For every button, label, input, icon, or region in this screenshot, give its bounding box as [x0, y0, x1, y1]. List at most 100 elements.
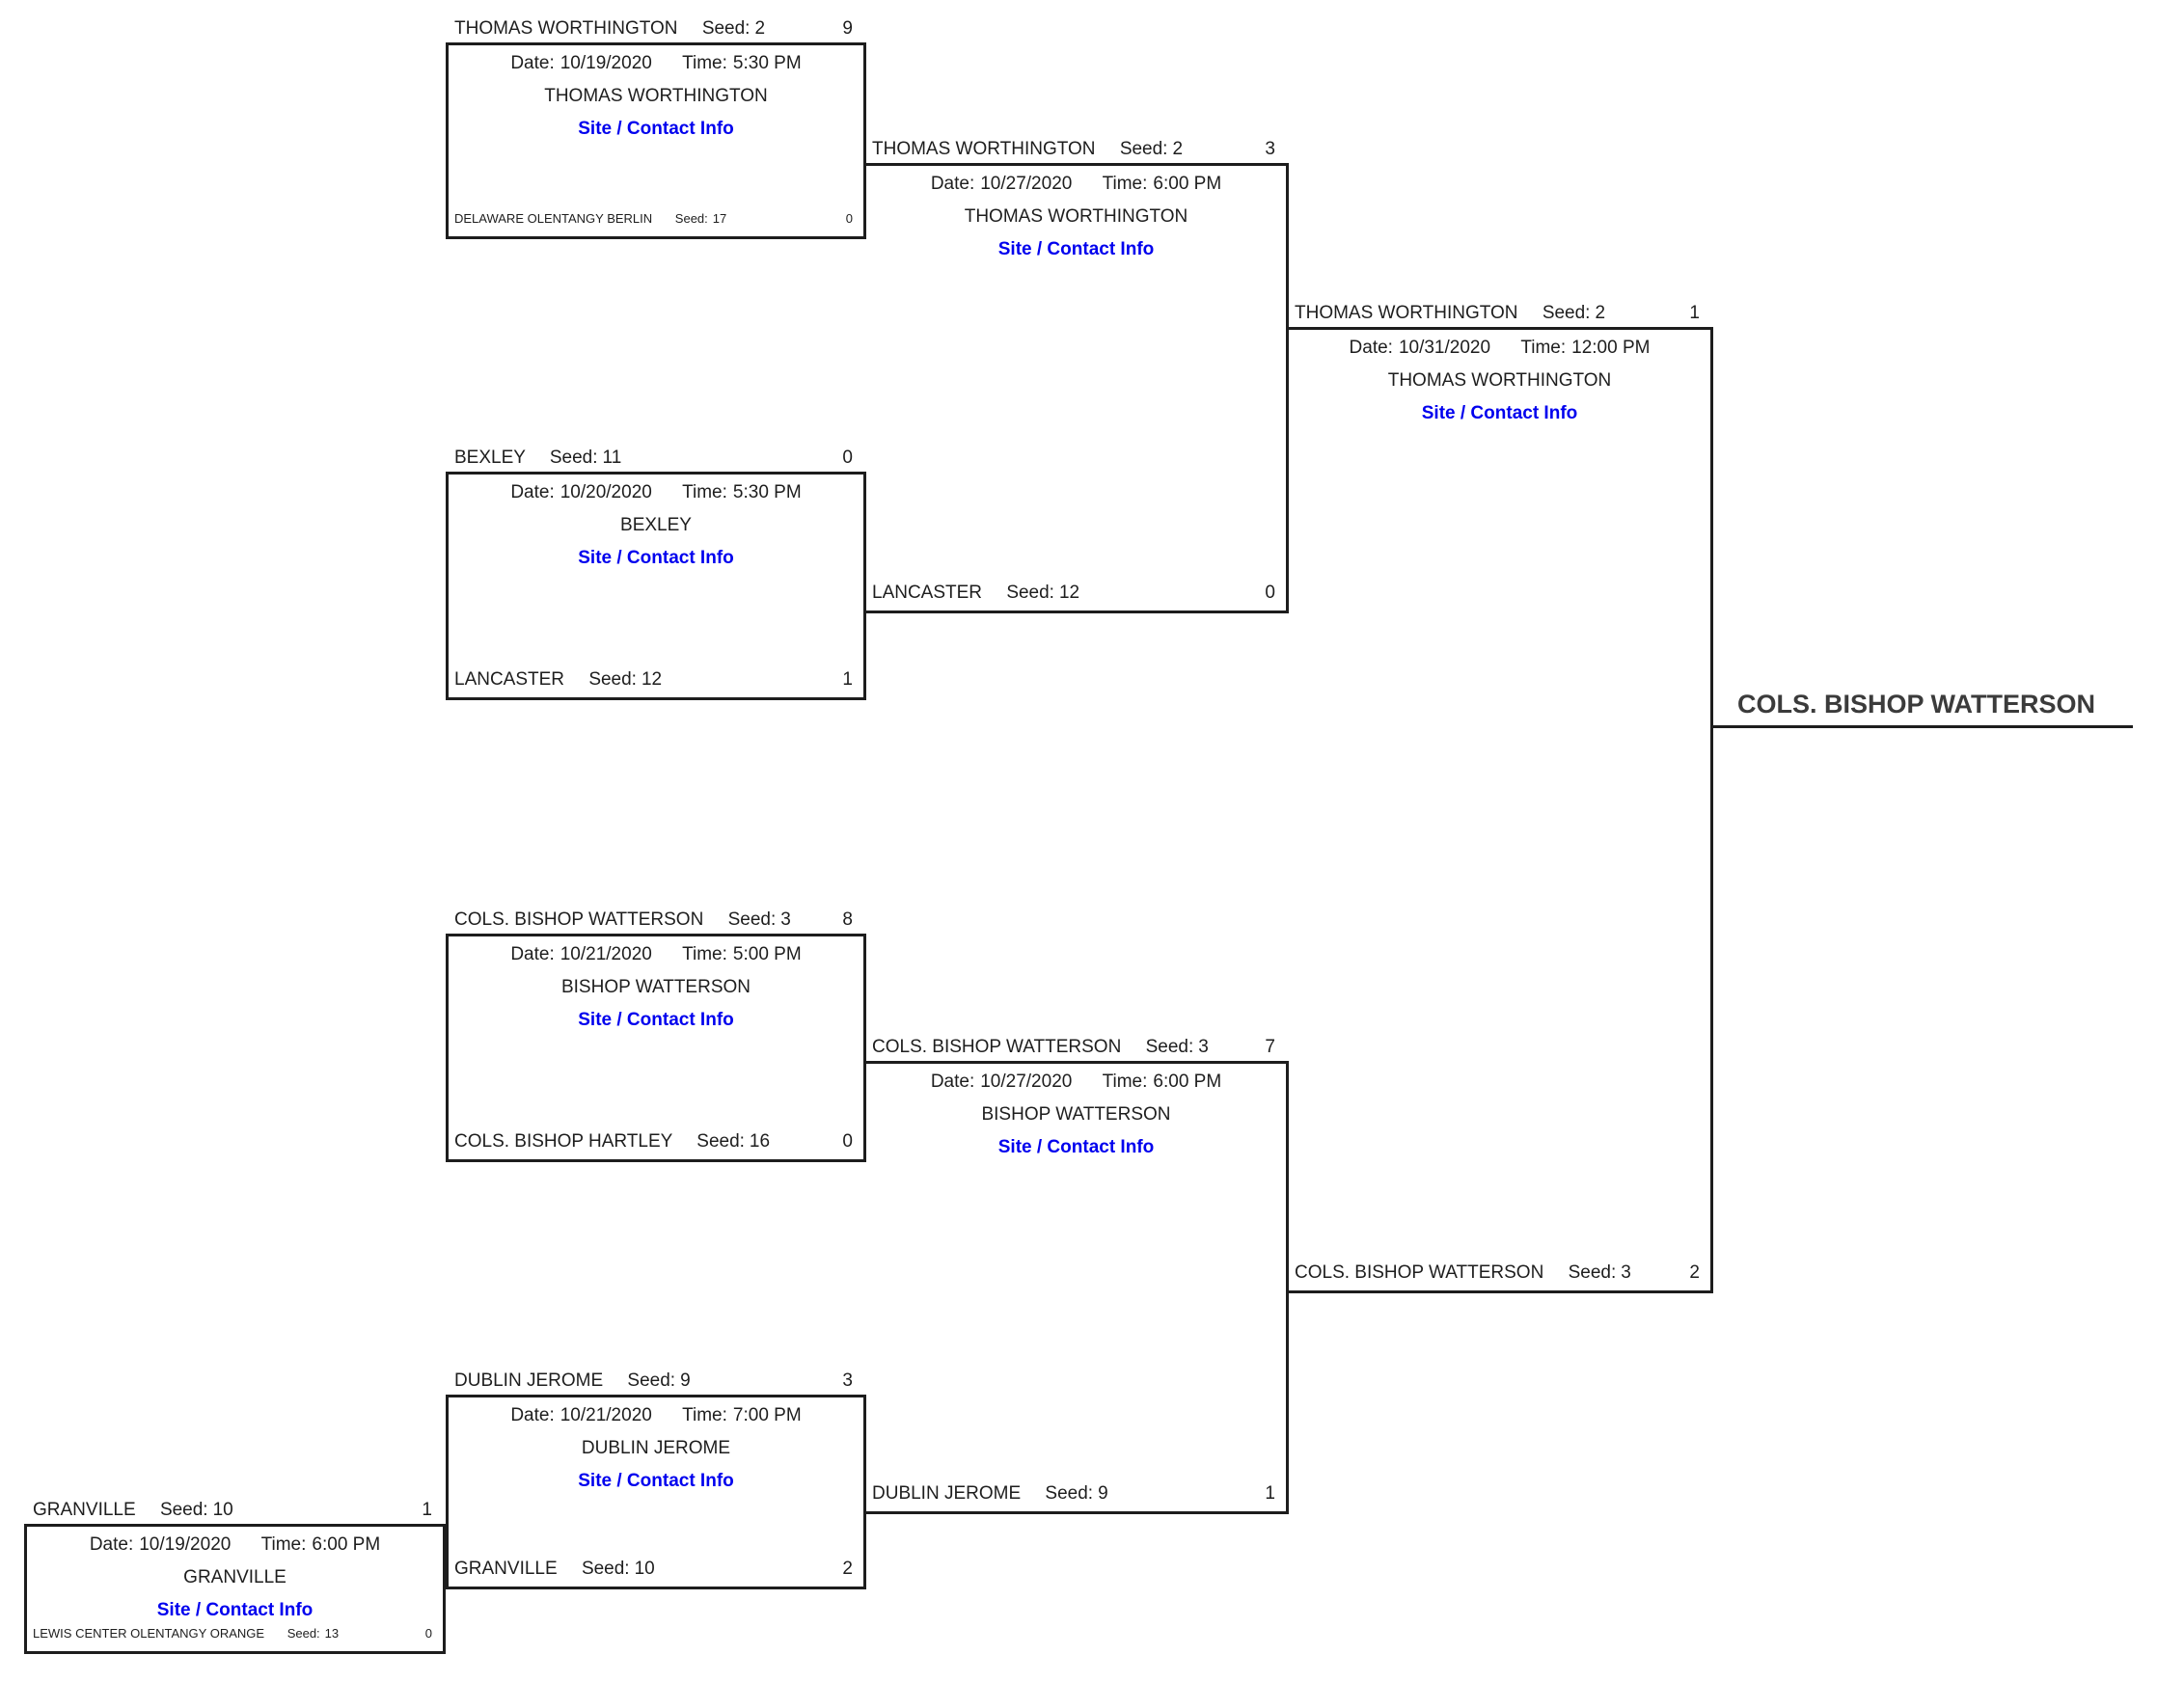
venue-name: BEXLEY	[620, 515, 692, 535]
seed-label: Seed:17	[674, 211, 727, 226]
team-slot-bottom: GRANVILLE Seed:10 2	[449, 1558, 863, 1581]
seed-label: Seed:10	[581, 1559, 655, 1579]
team-name: THOMAS WORTHINGTON	[454, 18, 678, 39]
team-score: 1	[1689, 303, 1700, 323]
seed-label: Seed:2	[701, 18, 766, 39]
team-name: COLS. BISHOP WATTERSON	[1295, 1262, 1544, 1283]
team-slot-bottom: COLS. BISHOP HARTLEY Seed:16 0	[449, 1130, 863, 1153]
match-round1-game3: COLS. BISHOP WATTERSON Seed:3 8 Date:10/…	[446, 909, 866, 1162]
site-contact-link[interactable]: Site / Contact Info	[578, 548, 734, 568]
site-contact-link[interactable]: Site / Contact Info	[156, 1600, 314, 1620]
team-score: 9	[842, 18, 853, 39]
site-contact-link[interactable]: Site / Contact Info	[578, 1010, 734, 1030]
match-round1-game2: BEXLEY Seed:11 0 Date:10/20/2020 Time:5:…	[446, 448, 866, 700]
seed-label: Seed:2	[1119, 139, 1184, 159]
venue-name: THOMAS WORTHINGTON	[1387, 370, 1612, 391]
venue-name: DUBLIN JEROME	[581, 1438, 731, 1458]
seed-label: Seed:2	[1542, 303, 1606, 323]
match-date: 10/27/2020	[980, 174, 1073, 194]
match-round2-game2: COLS. BISHOP WATTERSON Seed:3 7 Date:10/…	[866, 1037, 1289, 1514]
site-contact-link[interactable]: Site / Contact Info	[997, 1137, 1155, 1157]
team-name: DELAWARE OLENTANGY BERLIN	[454, 211, 653, 226]
site-contact-link[interactable]: Site / Contact Info	[997, 239, 1155, 259]
team-score: 7	[1265, 1037, 1275, 1057]
site-contact-link[interactable]: Site / Contact Info	[578, 119, 734, 139]
team-name: THOMAS WORTHINGTON	[1295, 303, 1518, 323]
match-datetime: Date:10/21/2020 Time:5:00 PM	[510, 944, 802, 964]
match-info: Date:10/27/2020 Time:6:00 PM BISHOP WATT…	[866, 1064, 1286, 1164]
team-score: 8	[842, 909, 853, 930]
match-info: Date:10/21/2020 Time:7:00 PM DUBLIN JERO…	[449, 1397, 863, 1498]
team-slot-top: THOMAS WORTHINGTON Seed:2 3	[866, 138, 1286, 161]
team-score: 1	[1265, 1483, 1275, 1504]
match-date: 10/19/2020	[139, 1534, 232, 1555]
seed-label: Seed:9	[1045, 1483, 1108, 1504]
match-datetime: Date:10/27/2020 Time:6:00 PM	[930, 1072, 1222, 1092]
match-round2-game1: THOMAS WORTHINGTON Seed:2 3 Date:10/27/2…	[866, 139, 1289, 613]
team-score: 2	[842, 1559, 853, 1579]
team-name: DUBLIN JEROME	[454, 1370, 604, 1391]
team-score: 2	[1689, 1262, 1700, 1283]
team-score: 0	[1265, 583, 1275, 603]
seed-label: Seed:11	[549, 448, 622, 468]
match-datetime: Date:10/27/2020 Time:6:00 PM	[930, 174, 1222, 194]
match-date: 10/21/2020	[560, 944, 652, 964]
team-slot-top: THOMAS WORTHINGTON Seed:2 9	[449, 17, 863, 41]
seed-label: Seed:3	[1568, 1262, 1631, 1283]
team-slot-top: COLS. BISHOP WATTERSON Seed:3 7	[866, 1036, 1286, 1059]
match-date: 10/31/2020	[1398, 338, 1491, 358]
match-date: 10/27/2020	[980, 1072, 1073, 1092]
seed-label: Seed:3	[727, 909, 791, 930]
match-info: Date:10/31/2020 Time:12:00 PM THOMAS WOR…	[1289, 330, 1710, 430]
team-slot-bottom: DELAWARE OLENTANGY BERLIN Seed:17 0	[449, 207, 863, 231]
team-slot-bottom: COLS. BISHOP WATTERSON Seed:3 2	[1289, 1262, 1710, 1285]
team-name: THOMAS WORTHINGTON	[872, 139, 1096, 159]
venue-name: BISHOP WATTERSON	[560, 977, 751, 997]
team-name: COLS. BISHOP HARTLEY	[454, 1131, 672, 1152]
seed-label: Seed:16	[696, 1131, 771, 1152]
champion-line: COLS. BISHOP WATTERSON	[1710, 685, 2133, 728]
team-score: 3	[1265, 139, 1275, 159]
venue-name: BISHOP WATTERSON	[981, 1104, 1171, 1125]
seed-label: Seed:10	[159, 1500, 233, 1520]
match-info: Date:10/21/2020 Time:5:00 PM BISHOP WATT…	[449, 936, 863, 1037]
site-contact-link[interactable]: Site / Contact Info	[1421, 403, 1578, 423]
team-score: 3	[842, 1370, 853, 1391]
champion-name: COLS. BISHOP WATTERSON	[1737, 690, 2096, 719]
match-time: 6:00 PM	[1153, 1072, 1222, 1092]
team-name: COLS. BISHOP WATTERSON	[872, 1037, 1122, 1057]
team-name: LANCASTER	[872, 583, 983, 603]
seed-label: Seed:3	[1145, 1037, 1209, 1057]
team-name: LEWIS CENTER OLENTANGY ORANGE	[33, 1626, 265, 1641]
team-score: 1	[842, 669, 853, 690]
team-slot-top: DUBLIN JEROME Seed:9 3	[449, 1370, 863, 1393]
team-slot-bottom: LANCASTER Seed:12 0	[866, 582, 1286, 605]
team-name: GRANVILLE	[33, 1500, 136, 1520]
team-score: 1	[422, 1500, 432, 1520]
team-name: DUBLIN JEROME	[872, 1483, 1022, 1504]
team-name: LANCASTER	[454, 669, 565, 690]
match-datetime: Date:10/19/2020 Time:5:30 PM	[510, 53, 802, 73]
match-time: 6:00 PM	[1153, 174, 1222, 194]
team-slot-top: THOMAS WORTHINGTON Seed:2 1	[1289, 302, 1710, 325]
team-score: 0	[424, 1626, 432, 1641]
match-datetime: Date:10/31/2020 Time:12:00 PM	[1349, 338, 1651, 358]
match-info: Date:10/27/2020 Time:6:00 PM THOMAS WORT…	[866, 166, 1286, 266]
match-date: 10/19/2020	[560, 53, 652, 73]
match-time: 12:00 PM	[1571, 338, 1651, 358]
match-round1-game4: DUBLIN JEROME Seed:9 3 Date:10/21/2020 T…	[446, 1370, 866, 1589]
team-slot-top: GRANVILLE Seed:10 1	[27, 1499, 443, 1522]
match-info: Date:10/19/2020 Time:6:00 PM GRANVILLE S…	[27, 1527, 443, 1627]
venue-name: THOMAS WORTHINGTON	[544, 86, 768, 106]
match-time: 7:00 PM	[732, 1405, 802, 1425]
match-date: 10/21/2020	[560, 1405, 652, 1425]
seed-label: Seed:12	[588, 669, 663, 690]
match-info: Date:10/19/2020 Time:5:30 PM THOMAS WORT…	[449, 45, 863, 146]
venue-name: THOMAS WORTHINGTON	[964, 206, 1188, 227]
team-name: BEXLEY	[454, 448, 526, 468]
venue-name: GRANVILLE	[183, 1567, 287, 1587]
seed-label: Seed:12	[1006, 583, 1080, 603]
site-contact-link[interactable]: Site / Contact Info	[578, 1471, 734, 1491]
match-time: 5:30 PM	[732, 53, 802, 73]
